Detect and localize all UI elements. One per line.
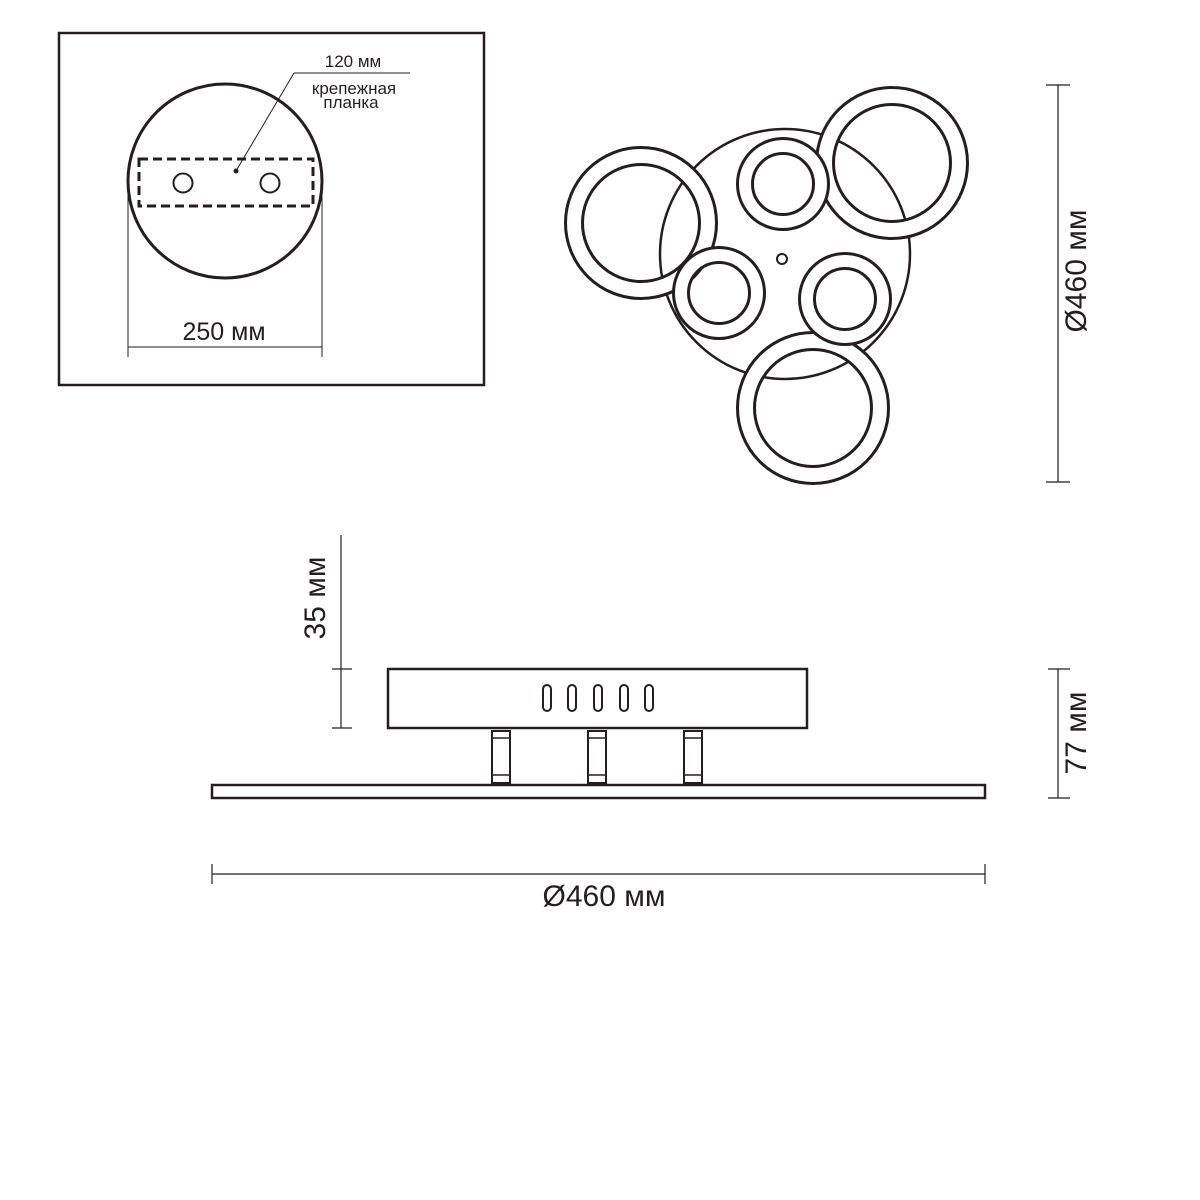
plate-name-line2: планка bbox=[323, 93, 379, 112]
center-sensor-dot bbox=[776, 253, 788, 265]
side-view: 35 мм 77 мм Ø460 мм bbox=[210, 535, 1093, 913]
ring-large-left bbox=[564, 146, 718, 300]
mounting-hole-left bbox=[172, 172, 194, 194]
ring-small-top bbox=[736, 137, 830, 231]
plate-leader-line bbox=[235, 72, 295, 172]
support-post-1 bbox=[491, 730, 511, 784]
ring-plate bbox=[210, 783, 987, 800]
ring-large-top bbox=[815, 86, 969, 240]
plate-name-line1: крепежная bbox=[312, 79, 396, 98]
mounting-base-circle bbox=[126, 82, 324, 280]
inset-frame bbox=[57, 31, 486, 387]
plate-width-label: 120 мм bbox=[325, 52, 381, 71]
mounting-inset: 120 мм крепежная планка 250 мм bbox=[57, 31, 486, 387]
support-post-3 bbox=[683, 730, 703, 784]
ring-large-bottom bbox=[736, 331, 890, 485]
ring-small-right bbox=[798, 252, 892, 346]
top-view: Ø460 мм bbox=[564, 84, 1093, 485]
canopy-box bbox=[386, 667, 809, 730]
mounting-hole-right bbox=[259, 172, 281, 194]
width-label: Ø460 мм bbox=[543, 880, 666, 913]
support-post-2 bbox=[587, 730, 607, 784]
base-disc bbox=[658, 127, 912, 381]
canopy-slots bbox=[542, 684, 654, 712]
mounting-plate-dashed bbox=[137, 157, 315, 208]
canopy-offset-label: 35 мм bbox=[299, 557, 332, 640]
height-label: 77 мм bbox=[1060, 692, 1093, 775]
base-diameter-label: 250 мм bbox=[182, 318, 265, 346]
ring-small-left bbox=[672, 246, 766, 340]
top-diameter-label: Ø460 мм bbox=[1060, 210, 1093, 333]
